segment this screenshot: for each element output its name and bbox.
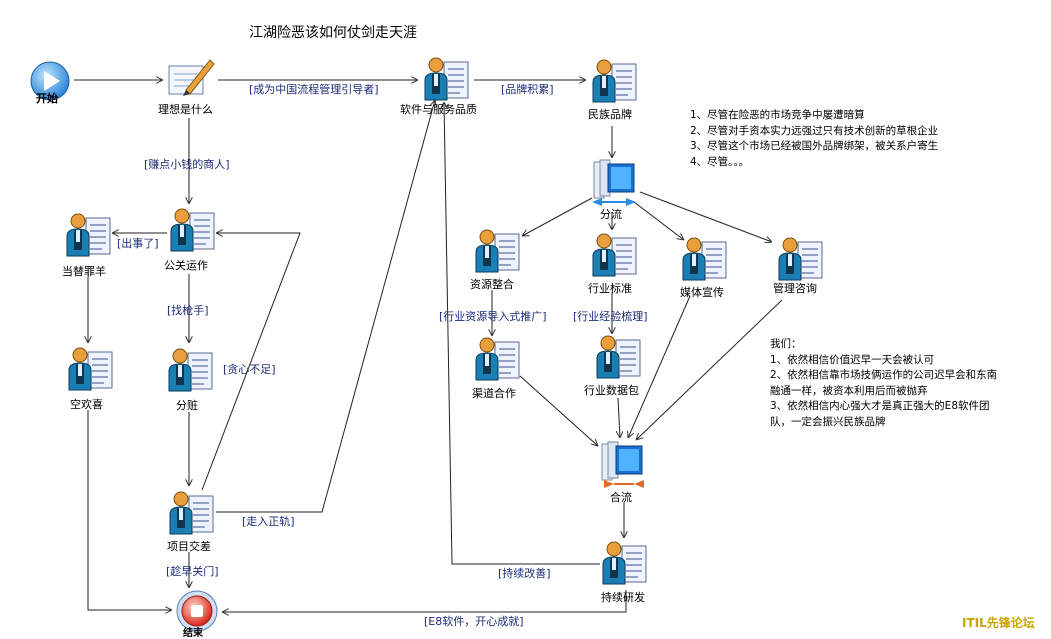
node-share[interactable] bbox=[166, 347, 214, 397]
node-management-consulting-label: 管理咨询 bbox=[773, 282, 817, 295]
edge-label-close-early: [趁早关门] bbox=[166, 565, 219, 578]
person-document-icon bbox=[170, 208, 215, 252]
node-merge-label: 合流 bbox=[610, 491, 632, 504]
edge-split-consulting bbox=[639, 191, 772, 242]
person-document-icon bbox=[169, 491, 214, 535]
note-line: 融通一样，被资本利用后而被抛弃 bbox=[770, 384, 928, 397]
edge-label-brand-accumulate: [品牌积累] bbox=[501, 83, 554, 96]
person-document-icon bbox=[66, 213, 111, 257]
note-line: 队，一定会振兴民族品牌 bbox=[770, 415, 886, 428]
person-document-icon bbox=[168, 348, 213, 392]
edge-split-resource bbox=[522, 197, 593, 236]
node-continuous-dev-label: 持续研发 bbox=[601, 591, 645, 604]
watermark: ITIL先锋论坛 bbox=[962, 616, 1035, 630]
stop-icon bbox=[176, 590, 218, 632]
node-split[interactable] bbox=[588, 158, 640, 212]
node-scapegoat[interactable] bbox=[64, 212, 112, 262]
note-line: 1、依然相信价值迟早一天会被认可 bbox=[770, 353, 935, 366]
node-end[interactable] bbox=[175, 589, 219, 637]
person-document-icon bbox=[424, 57, 469, 101]
edge-label-earn-money: [赚点小钱的商人] bbox=[144, 158, 230, 171]
note-line: 2、尽管对手资本实力远强过只有技术创新的草根企业 bbox=[690, 124, 939, 137]
node-national-brand[interactable] bbox=[590, 58, 638, 108]
node-pr[interactable] bbox=[168, 207, 216, 257]
diagram-title: 江湖险恶该如何仗剑走天涯 bbox=[249, 25, 417, 41]
note-line: 2、依然相信靠市场技俩运作的公司迟早会和东南 bbox=[770, 369, 998, 381]
edge-emptyjoy-end bbox=[87, 410, 172, 610]
notes-top: 1、尽管在险恶的市场竞争中屡遭暗算 2、尽管对手资本实力远强过只有技术创新的草根… bbox=[690, 108, 938, 170]
play-icon bbox=[30, 61, 70, 101]
edge-label-greedy: [贪心不足] bbox=[223, 363, 276, 376]
node-ideal[interactable] bbox=[166, 56, 216, 102]
edge-dev-end bbox=[222, 590, 627, 612]
edge-label-industry-resource: [行业资源导入式推广] bbox=[439, 310, 547, 323]
edge-label-e8-happy: [E8软件，开心成就] bbox=[424, 615, 524, 628]
node-start[interactable] bbox=[29, 60, 71, 106]
node-industry-standard-label: 行业标准 bbox=[588, 282, 632, 295]
person-document-icon bbox=[778, 237, 823, 281]
edge-label-continuous-improve: [持续改善] bbox=[498, 567, 551, 580]
person-document-icon bbox=[596, 335, 641, 379]
node-industry-data-pack[interactable] bbox=[594, 334, 642, 384]
edge-consulting-merge bbox=[636, 299, 783, 440]
edge-dev-software bbox=[444, 102, 600, 565]
node-management-consulting[interactable] bbox=[776, 236, 824, 286]
edge-split-media bbox=[633, 201, 684, 240]
node-resource-integration-label: 资源整合 bbox=[470, 278, 514, 291]
node-start-label: 开始 bbox=[36, 92, 58, 105]
edge-label-right-track: [走入正轨] bbox=[242, 515, 295, 528]
note-line: 3、依然相信内心强大才是真正强大的E8软件团 bbox=[770, 400, 990, 412]
person-document-icon bbox=[682, 237, 727, 281]
node-scapegoat-label: 当替罪羊 bbox=[62, 265, 106, 278]
edge-channel-merge bbox=[519, 375, 598, 446]
node-project-handover-label: 项目交差 bbox=[167, 540, 211, 553]
note-line: 4、尽管。。。 bbox=[690, 155, 750, 168]
node-empty-joy-label: 空欢喜 bbox=[70, 398, 103, 411]
node-resource-integration[interactable] bbox=[473, 228, 521, 278]
node-ideal-label: 理想是什么 bbox=[158, 103, 213, 116]
node-merge[interactable] bbox=[598, 440, 648, 494]
node-industry-standard[interactable] bbox=[590, 232, 638, 282]
node-software-quality[interactable] bbox=[422, 56, 470, 106]
note-line: 我们： bbox=[770, 338, 802, 350]
node-national-brand-label: 民族品牌 bbox=[588, 108, 632, 121]
node-continuous-dev[interactable] bbox=[600, 540, 648, 590]
note-line: 1、尽管在险恶的市场竞争中屡遭暗算 bbox=[690, 109, 865, 121]
server-merge-icon bbox=[601, 441, 644, 488]
edge-project-software bbox=[216, 100, 435, 513]
node-industry-data-pack-label: 行业数据包 bbox=[584, 384, 639, 397]
person-document-icon bbox=[592, 233, 637, 277]
person-document-icon bbox=[592, 59, 637, 103]
node-end-label: 结束 bbox=[183, 628, 203, 639]
notes-middle: 我们： 1、依然相信价值迟早一天会被认可 2、依然相信靠市场技俩运作的公司迟早会… bbox=[770, 337, 997, 430]
node-channel-cooperation-label: 渠道合作 bbox=[472, 387, 516, 400]
node-media-publicity[interactable] bbox=[680, 236, 728, 286]
edge-label-industry-experience: [行业经验梳理] bbox=[573, 310, 648, 323]
edge-label-find-gunman: [找枪手] bbox=[167, 304, 209, 317]
node-channel-cooperation[interactable] bbox=[473, 336, 521, 386]
server-split-icon bbox=[592, 159, 636, 206]
note-line: 3、尽管这个市场已经被国外品牌绑架，被关系户寄生 bbox=[690, 140, 939, 152]
edge-media-merge bbox=[628, 295, 691, 438]
edge-datapack-merge bbox=[618, 397, 620, 438]
node-pr-label: 公关运作 bbox=[164, 259, 208, 272]
node-project-handover[interactable] bbox=[167, 490, 215, 540]
person-document-icon bbox=[475, 229, 520, 273]
edge-project-pr bbox=[201, 233, 301, 491]
node-media-publicity-label: 媒体宣传 bbox=[680, 286, 724, 299]
node-share-label: 分赃 bbox=[176, 399, 198, 412]
person-document-icon bbox=[475, 337, 520, 381]
notepad-pen-icon bbox=[168, 59, 215, 96]
edge-label-become-leader: [成为中国流程管理引导者] bbox=[249, 83, 379, 96]
node-empty-joy[interactable] bbox=[66, 346, 114, 396]
node-split-label: 分流 bbox=[600, 208, 622, 221]
person-document-icon bbox=[68, 347, 113, 391]
edge-label-in-trouble: [出事了] bbox=[117, 237, 159, 250]
node-software-quality-label: 软件与服务品质 bbox=[400, 103, 477, 116]
person-document-icon bbox=[602, 541, 647, 585]
